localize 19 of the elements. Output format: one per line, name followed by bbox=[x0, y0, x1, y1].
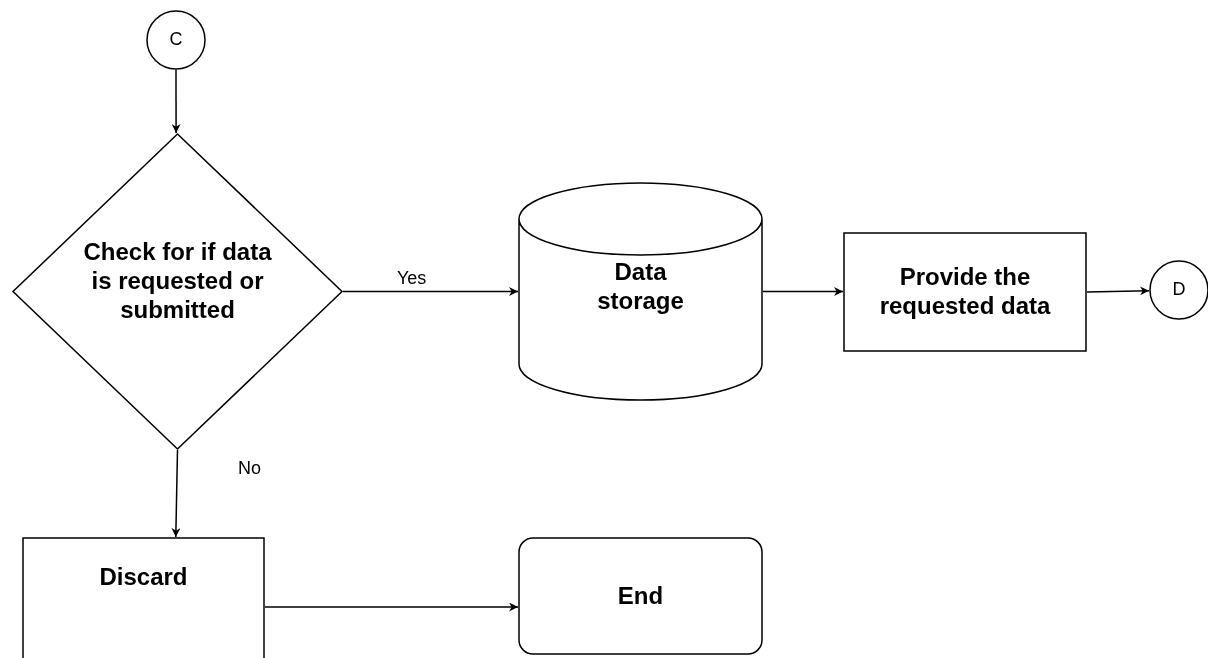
process-box bbox=[843, 232, 1087, 352]
node-label: Check for if data is requested or submitted bbox=[82, 238, 273, 325]
arrow bbox=[1086, 286, 1150, 296]
terminal-box bbox=[518, 537, 763, 655]
node-label: End bbox=[617, 581, 664, 611]
connector-circle bbox=[146, 10, 206, 70]
node-label: D bbox=[1172, 279, 1186, 301]
process-box bbox=[22, 537, 265, 658]
arrow bbox=[342, 287, 519, 296]
node-label: Provide the requested data bbox=[878, 263, 1052, 321]
decision-diamond bbox=[12, 133, 343, 450]
arrow bbox=[171, 69, 181, 134]
database-cylinder bbox=[518, 183, 763, 400]
node-label: Discard bbox=[99, 562, 188, 592]
arrow bbox=[171, 449, 181, 538]
node-label: C bbox=[169, 29, 183, 51]
arrow bbox=[264, 602, 519, 612]
arrow bbox=[762, 287, 844, 296]
node-label: Data storage bbox=[596, 257, 685, 316]
